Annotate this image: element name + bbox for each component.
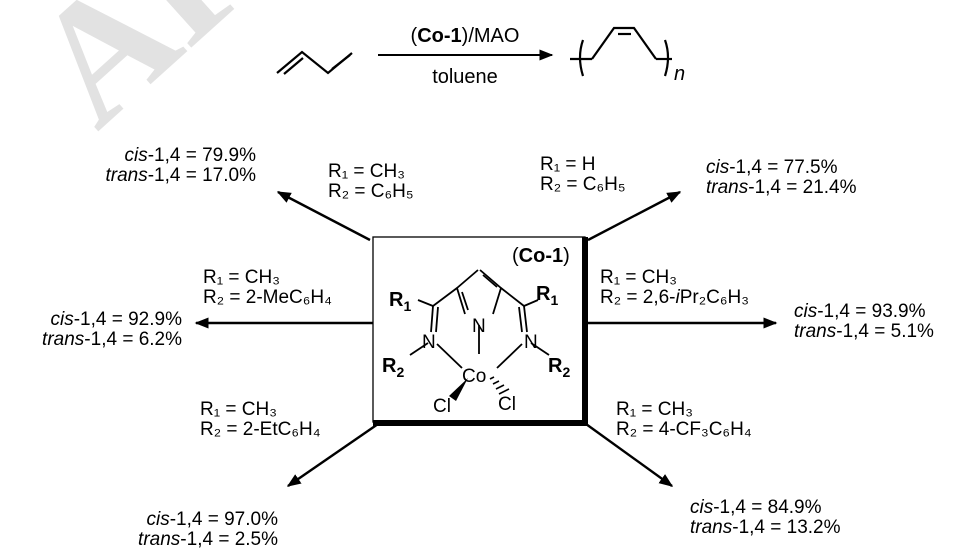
r2-value: R₂ = C₆H₅ [328,181,414,202]
atom-n-left: N [422,332,436,353]
r1-value: R₁ = CH₃ [616,399,693,420]
results-top-left: cis-1,4 = 79.9% trans-1,4 = 17.0% [105,146,256,186]
atom-n-right: N [524,332,538,353]
cis-value: cis-1,4 = 97.0% [146,509,278,530]
substituents-top-right: R₁ = H R₂ = C₆H₅ [540,155,626,195]
trans-value: trans-1,4 = 21.4% [706,177,857,198]
atom-r1-left: R1 [389,289,411,314]
trans-value: trans-1,4 = 13.2% [690,517,841,538]
results-middle-right: cis-1,4 = 93.9% trans-1,4 = 5.1% [794,302,934,342]
r2-value: R₂ = 4-CF₃C₆H₄ [616,419,752,440]
r2-value: R₂ = 2-EtC₆H₄ [200,419,321,440]
trans-value: trans-1,4 = 5.1% [794,321,934,342]
wedge-bond [449,378,468,401]
r1-value: R₁ = CH₃ [200,399,277,420]
solvent-label: toluene [432,66,498,88]
cis-value: cis-1,4 = 77.5% [706,157,838,178]
butadiene-double-bond-1 [283,57,304,75]
hash-bond [489,376,510,395]
r1-value: R₁ = CH₃ [600,267,677,288]
arrow-bottom-right [585,423,674,487]
r2-value: R₂ = 2,6-iPr₂C₆H₃ [600,287,749,308]
r1-value: R₁ = CH₃ [328,161,405,182]
results-middle-left: cis-1,4 = 92.9% trans-1,4 = 6.2% [42,310,182,350]
arrow-top-left [276,190,371,242]
trans-value: trans-1,4 = 17.0% [105,165,256,186]
complex-label: (Co-1) [512,245,570,267]
atom-r2-left: R2 [382,355,404,380]
catalyst-label: (Co-1)/MAO [411,25,520,47]
ligand-skeleton [409,269,550,369]
cis-value: cis-1,4 = 79.9% [124,145,256,166]
substituents-middle-left: R₁ = CH₃ R₂ = 2-MeC₆H₄ [203,268,332,308]
r2-value: R₂ = 2-MeC₆H₄ [203,287,332,308]
trans-value: trans-1,4 = 6.2% [42,329,182,350]
substituents-bottom-right: R₁ = CH₃ R₂ = 4-CF₃C₆H₄ [616,400,752,440]
cis-value: cis-1,4 = 84.9% [690,497,822,518]
polybutadiene-product [570,26,672,77]
polymer-subscript: n [674,63,685,85]
arrow-bottom-left [286,423,379,487]
r2-value: R₂ = C₆H₅ [540,174,626,195]
atom-r1-right: R1 [536,283,558,308]
r1-value: R₁ = CH₃ [203,267,280,288]
atom-n-pyridine: N [472,316,486,337]
atom-r2-right: R2 [548,355,570,380]
butadiene-double-bond-2 [331,54,351,70]
substituents-top-left: R₁ = CH₃ R₂ = C₆H₅ [328,162,414,202]
r1-value: R₁ = H [540,154,596,175]
atom-co: Co [462,366,486,387]
arrow-top-right [587,190,682,242]
substituents-middle-right: R₁ = CH₃ R₂ = 2,6-iPr₂C₆H₃ [600,268,749,308]
cis-value: cis-1,4 = 93.9% [794,301,926,322]
results-bottom-left: cis-1,4 = 97.0% trans-1,4 = 2.5% [138,510,278,550]
trans-value: trans-1,4 = 2.5% [138,529,278,550]
cis-value: cis-1,4 = 92.9% [50,309,182,330]
results-top-right: cis-1,4 = 77.5% trans-1,4 = 21.4% [706,158,857,198]
atom-cl-right: Cl [498,394,516,415]
substituents-bottom-left: R₁ = CH₃ R₂ = 2-EtC₆H₄ [200,400,320,440]
atom-cl-left: Cl [433,396,451,417]
results-bottom-right: cis-1,4 = 84.9% trans-1,4 = 13.2% [690,498,841,538]
